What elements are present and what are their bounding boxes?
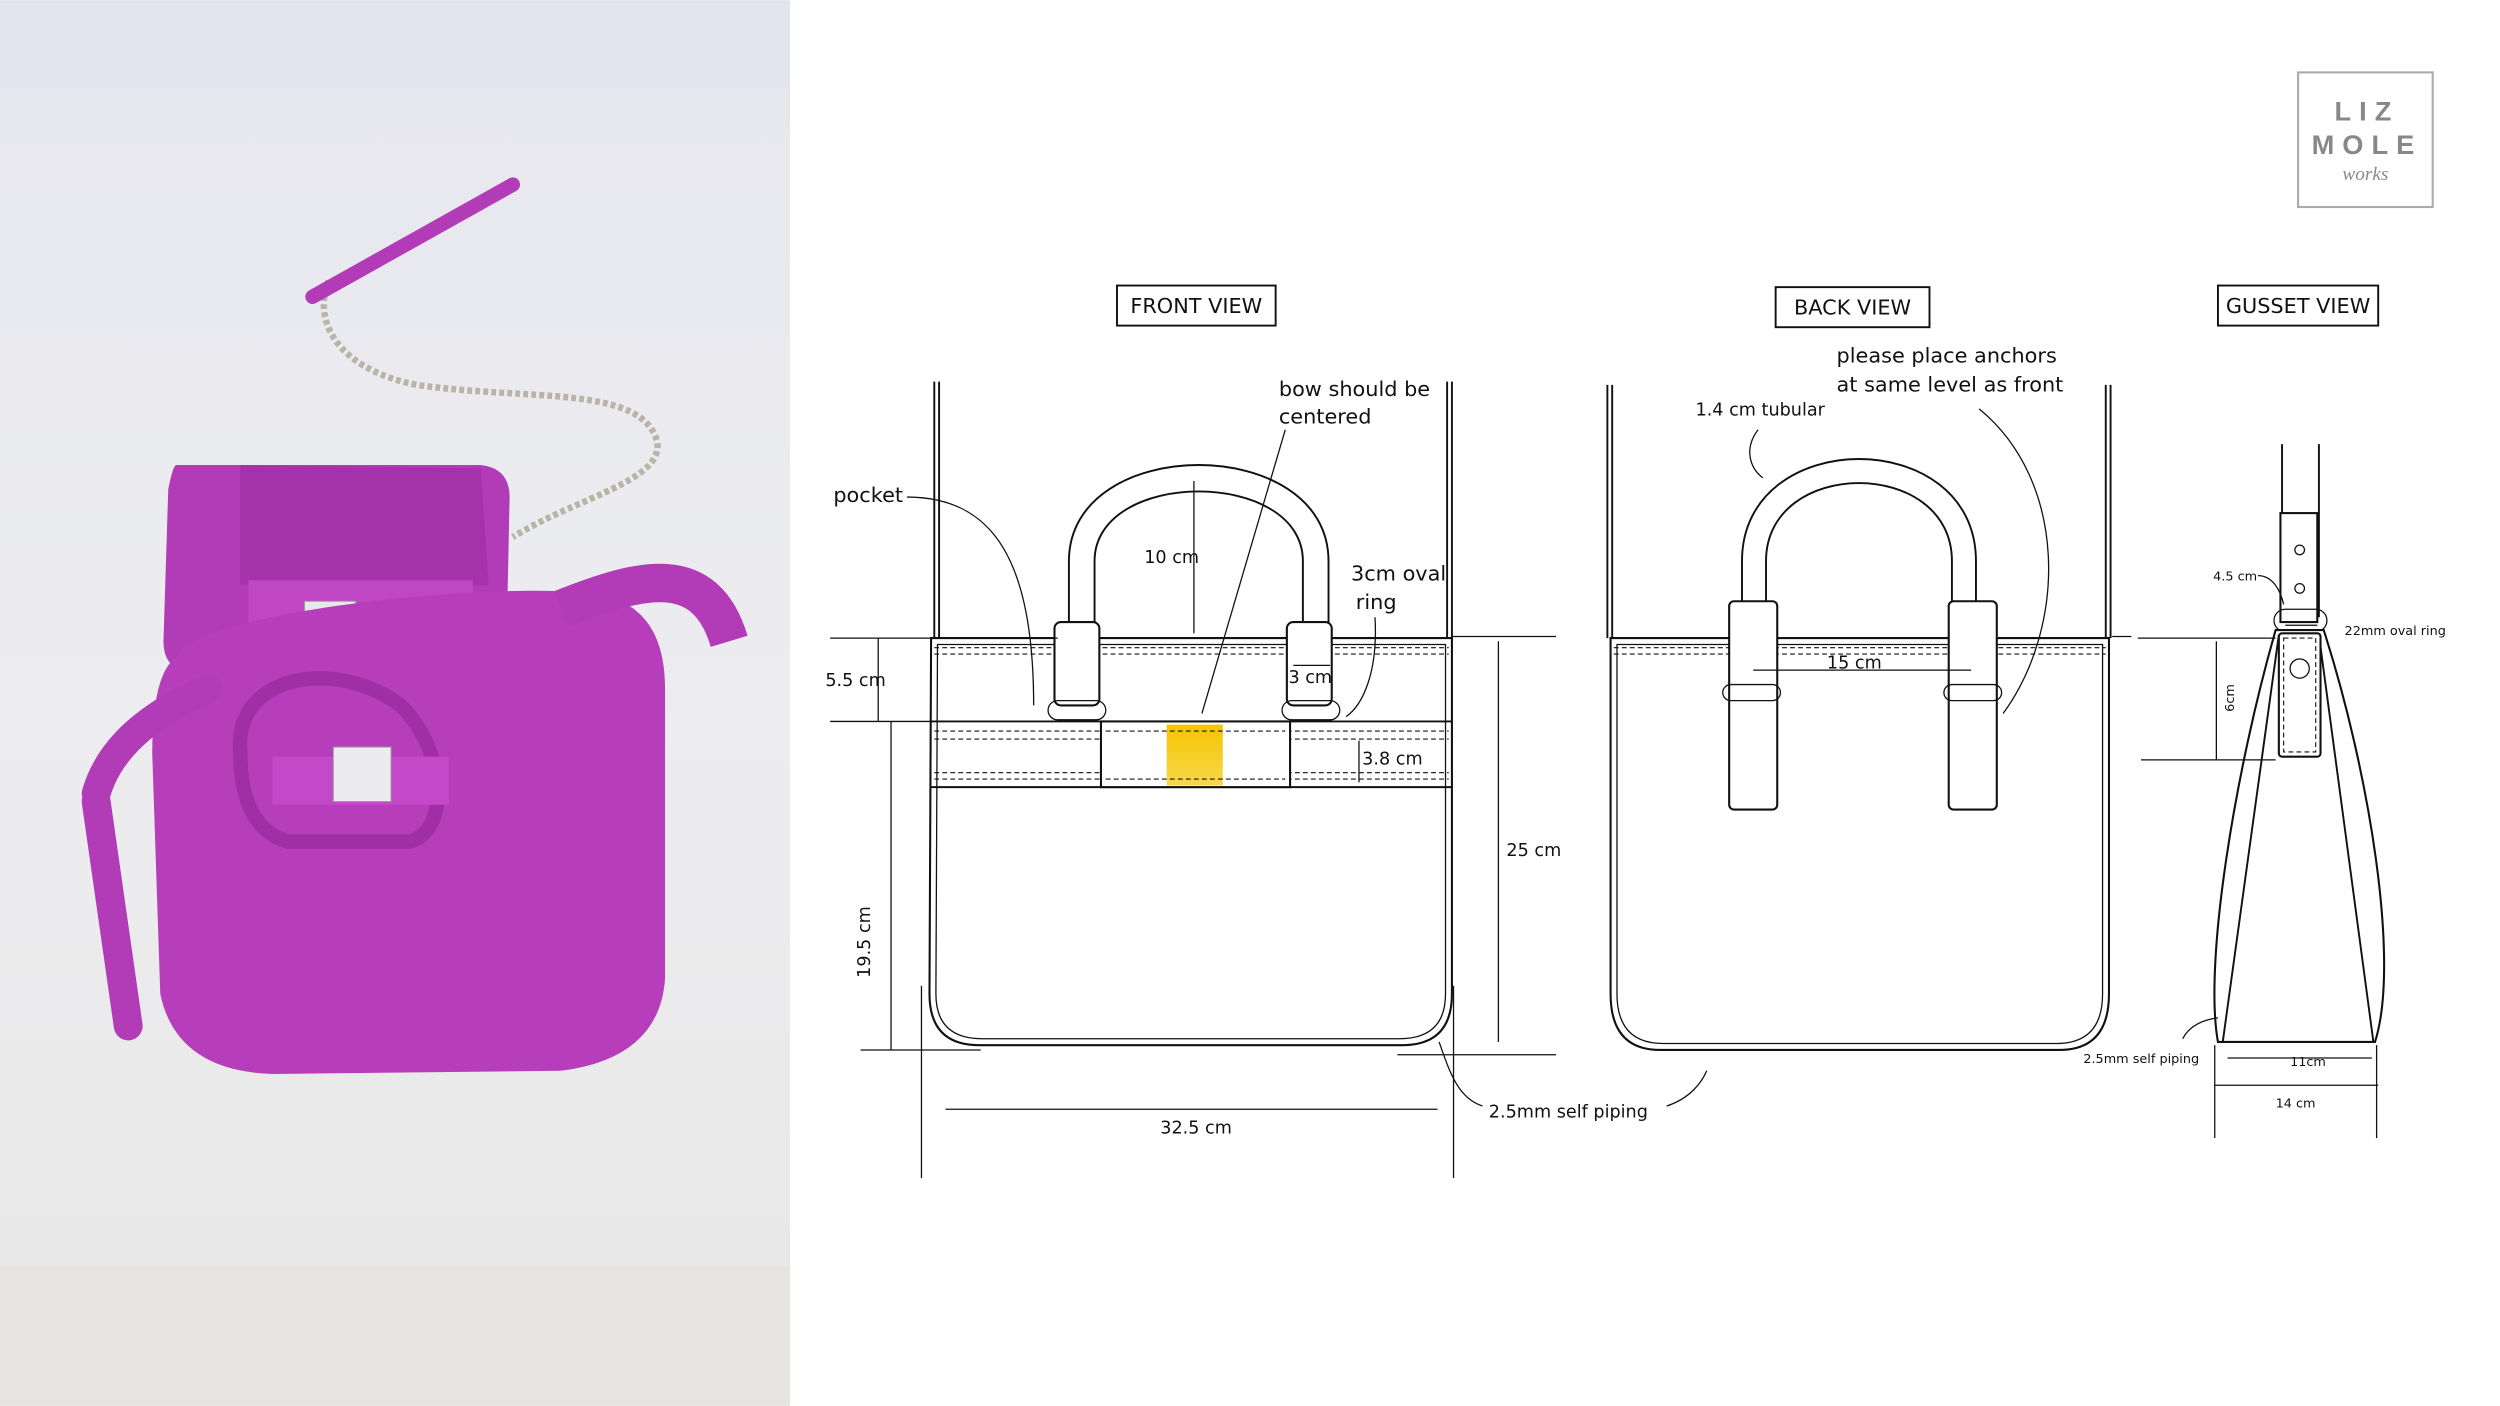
label-piping: 2.5mm self piping bbox=[1489, 1102, 1648, 1122]
label-tubular: 1.4 cm tubular bbox=[1696, 400, 1826, 420]
label-pocket: pocket bbox=[833, 483, 903, 507]
label-tab-width: 4.5 cm bbox=[2213, 569, 2257, 584]
svg-text:LIZ: LIZ bbox=[2335, 95, 2400, 126]
label-tab-height: 6cm bbox=[2223, 684, 2238, 712]
label-tab: 3 cm bbox=[1288, 668, 1332, 688]
label-total-height: 25 cm bbox=[1506, 841, 1561, 861]
view-title-gusset: GUSSET VIEW bbox=[2216, 284, 2380, 327]
label-ring-1: 3cm oval bbox=[1351, 561, 1446, 585]
label-gusset-piping: 2.5mm self piping bbox=[2083, 1052, 2199, 1067]
svg-text:GUSSET VIEW: GUSSET VIEW bbox=[2226, 294, 2370, 318]
label-body-height: 19.5 cm bbox=[855, 906, 875, 978]
view-title-front: FRONT VIEW bbox=[1116, 284, 1277, 327]
bow-center-highlight bbox=[1166, 724, 1223, 786]
product-photo bbox=[0, 0, 791, 1406]
label-oval-ring: 22mm oval ring bbox=[2345, 624, 2446, 639]
svg-text:FRONT VIEW: FRONT VIEW bbox=[1130, 294, 1262, 318]
svg-text:MOLE: MOLE bbox=[2312, 129, 2423, 160]
label-width: 32.5 cm bbox=[1160, 1118, 1232, 1138]
gusset-view-drawing bbox=[2137, 444, 2386, 1139]
label-top-band: 5.5 cm bbox=[825, 671, 885, 691]
svg-text:BACK VIEW: BACK VIEW bbox=[1794, 295, 1911, 319]
label-bow-2: centered bbox=[1279, 404, 1372, 428]
label-anchors-2: at same level as front bbox=[1837, 372, 2064, 396]
svg-text:works: works bbox=[2342, 164, 2388, 185]
label-band: 3.8 cm bbox=[1362, 750, 1422, 770]
label-bottom-inner: 11cm bbox=[2290, 1055, 2326, 1070]
label-bottom-outer: 14 cm bbox=[2276, 1097, 2316, 1112]
view-title-back: BACK VIEW bbox=[1774, 286, 1931, 329]
label-anchors-1: please place anchors bbox=[1837, 343, 2057, 367]
brand-logo: LIZ MOLE works bbox=[2297, 71, 2434, 209]
label-handle-height: 10 cm bbox=[1144, 548, 1199, 568]
label-handle-spacing: 15 cm bbox=[1827, 654, 1882, 674]
front-view-drawing bbox=[830, 381, 1708, 1179]
label-ring-2: ring bbox=[1356, 590, 1397, 614]
label-bow-1: bow should be bbox=[1279, 377, 1430, 401]
back-view-drawing bbox=[1606, 384, 2132, 1051]
